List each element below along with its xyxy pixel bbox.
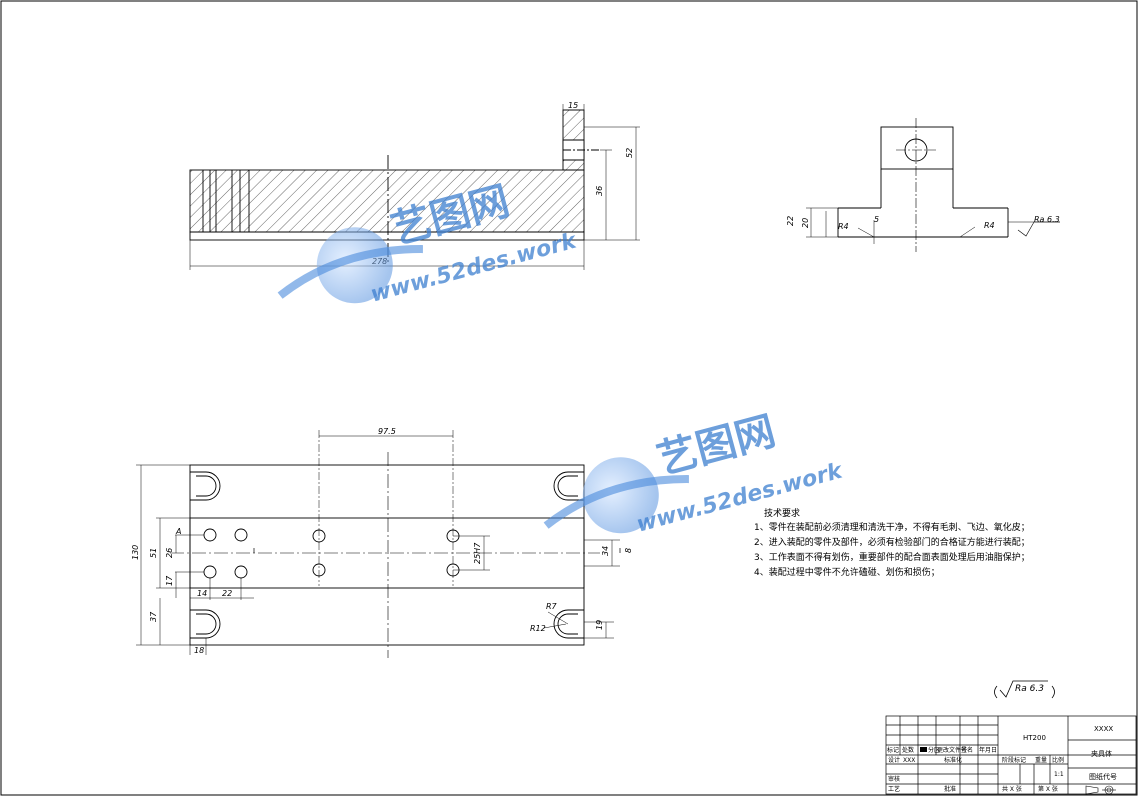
tb-scale: 1:1	[1054, 771, 1064, 778]
dim-17: 17	[165, 575, 174, 586]
tb-stage-label: 阶段标记	[1002, 756, 1026, 764]
tb-rev-date: 年月日	[979, 746, 997, 754]
dim-130: 130	[131, 545, 140, 560]
dim-26: 26	[165, 548, 174, 558]
tb-approve-label: 批准	[944, 785, 956, 793]
tb-check-label: 审核	[888, 775, 900, 783]
tb-rev-zone: 分区	[928, 746, 940, 754]
tb-mass-label: 重量	[1035, 756, 1047, 764]
front-section-view	[189, 104, 640, 270]
dim-20: 20	[801, 218, 810, 228]
dim-r4-right: R4	[984, 221, 995, 230]
tech-note-3: 3、工作表面不得有划伤，重要部件的配合面表面处理后用油脂保护；	[754, 551, 1030, 563]
tech-notes-title: 技术要求	[764, 507, 800, 519]
tb-designer-label: 设计	[888, 756, 900, 764]
title-block-filled-cell	[920, 747, 927, 752]
tb-designer: XXX	[903, 757, 915, 764]
dim-51: 51	[149, 548, 158, 558]
tech-note-1: 1、零件在装配前必须清理和清洗干净，不得有毛刺、飞边、氧化皮；	[754, 521, 1030, 533]
tb-code: XXXX	[1094, 725, 1113, 733]
tb-scale-label: 比例	[1052, 756, 1064, 764]
general-roughness-symbol	[994, 680, 1055, 699]
side-view	[806, 118, 1060, 252]
dim-5: 5	[874, 215, 879, 224]
dim-19: 19	[595, 620, 604, 630]
watermark-2: 艺图网 www.52des.work	[543, 408, 846, 538]
dim-r7: R7	[546, 602, 558, 611]
dim-97-5: 97.5	[378, 427, 396, 436]
general-roughness-value: Ra 6.3	[1015, 684, 1044, 694]
tech-note-2: 2、进入装配的零件及部件，必须有检验部门的合格证方能进行装配；	[754, 536, 1030, 548]
watermark-cn-2: 艺图网	[652, 408, 780, 483]
tb-rev-mark: 标记	[887, 746, 899, 754]
dim-34: 34	[601, 546, 610, 556]
projection-symbol	[1085, 785, 1116, 795]
dim-15: 15	[568, 101, 578, 110]
watermark-globe-icon	[582, 457, 659, 534]
tech-note-4: 4、装配过程中零件不允许磕碰、划伤和损伤；	[754, 566, 940, 578]
dim-52: 52	[625, 148, 634, 158]
tb-std-label: 标准化	[944, 756, 962, 764]
tb-sheet-total: 共 X 张	[1002, 785, 1022, 793]
tb-sheet-no: 第 X 张	[1038, 785, 1058, 793]
dim-37: 37	[149, 611, 158, 622]
roughness-side: Ra 6.3	[1034, 215, 1060, 224]
tb-rev-file: 更改文件号	[937, 746, 967, 754]
dim-r12: R12	[530, 624, 546, 633]
dim-18: 18	[194, 646, 204, 655]
dim-bore-fit: 25H7	[473, 542, 482, 564]
section-label-a: A	[175, 527, 181, 536]
tb-part-name: 夹具体	[1091, 749, 1112, 758]
tb-drawing-no: 图纸代号	[1089, 772, 1117, 781]
tb-rev-count: 处数	[902, 746, 914, 754]
dim-14: 14	[197, 589, 207, 598]
tb-rev-sign: 签名	[961, 746, 973, 754]
title-block	[885, 715, 1137, 795]
dim-36: 36	[595, 186, 604, 196]
dim-22-plan: 22	[222, 589, 232, 598]
tb-material: HT200	[1023, 734, 1046, 742]
watermark-globe-icon	[316, 227, 393, 304]
tb-craft-label: 工艺	[888, 785, 900, 793]
dim-22: 22	[786, 216, 795, 226]
dim-8: 8	[624, 548, 633, 553]
plan-view	[136, 430, 621, 658]
dim-r4-left: R4	[838, 222, 849, 231]
